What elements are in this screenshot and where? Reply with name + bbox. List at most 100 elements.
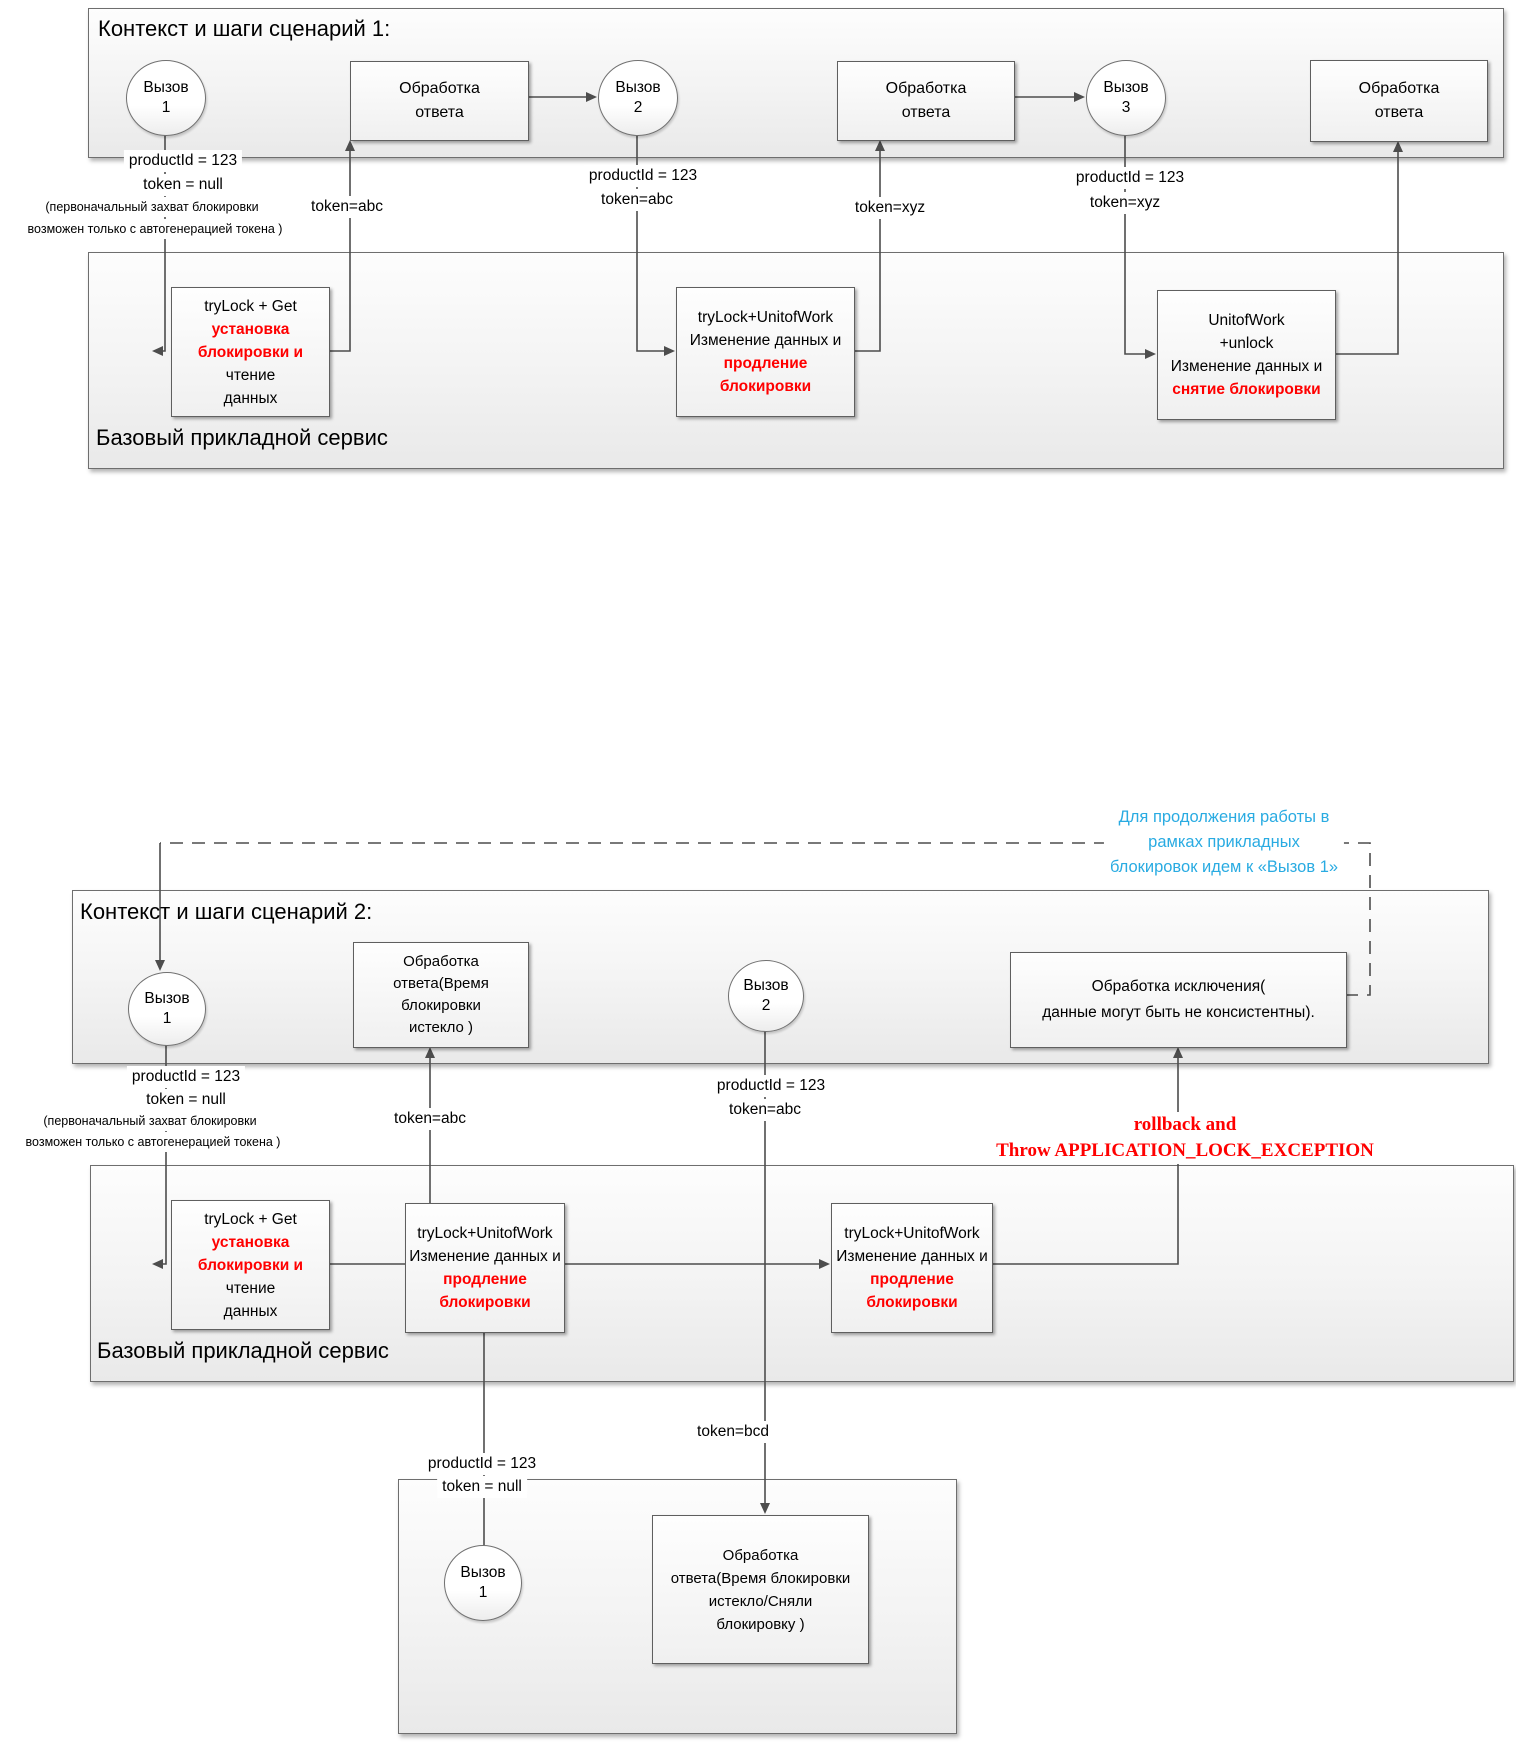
scenario2-call1-circle: Вызов 1	[128, 972, 206, 1046]
step-line: tryLock+UnitofWork	[417, 1225, 553, 1242]
rollback-line: rollback and	[1133, 1114, 1237, 1135]
retry-response-box: Обработка ответа(Время блокировки истекл…	[652, 1515, 869, 1664]
scenario1-service-label: Базовый прикладной сервис	[96, 425, 388, 450]
call-label: Вызов	[743, 977, 789, 994]
step-line: tryLock + Get	[204, 1210, 297, 1228]
response-line: истекло )	[408, 1019, 474, 1036]
step-line: tryLock+UnitofWork	[697, 309, 834, 326]
call-label: Вызов	[143, 79, 189, 96]
step-line: tryLock + Get	[204, 297, 297, 315]
response-line: Обработка	[399, 80, 480, 97]
token-bcd-label: token=bcd	[692, 1421, 774, 1443]
scenario2-service-label: Базовый прикладной сервис	[97, 1338, 389, 1363]
step-line-red: установка	[211, 1233, 290, 1251]
call-number: 3	[1121, 99, 1131, 116]
exception-line: данные могут быть не консистентны).	[1042, 1004, 1315, 1021]
scenario1-call1-note: (первоначальный захват блокировки	[40, 197, 264, 217]
scenario2-step2-box: tryLock+UnitofWork Изменение данных и пр…	[405, 1203, 565, 1333]
scenario1-call1-note: возможен только с автогенерацией токена …	[22, 219, 288, 239]
scenario1-call1-param: token = null	[138, 174, 228, 196]
step-line: Изменение данных и	[836, 1248, 988, 1265]
step-line: Изменение данных и	[689, 332, 842, 349]
step-line-red: продление блокировки	[719, 355, 812, 395]
response-line: ответа	[1374, 104, 1424, 121]
response-line: Обработка	[1358, 80, 1440, 97]
note-line: Для продолжения работы в	[1118, 808, 1330, 826]
step-line: данных	[223, 1302, 278, 1320]
scenario1-call2-param: token=abc	[596, 189, 678, 211]
scenario1-call2-param: productId = 123	[583, 165, 703, 187]
scenario2-call1-param: token = null	[141, 1089, 231, 1111]
scenario2-call2-param: productId = 123	[711, 1075, 831, 1097]
scenario2-token-abc-label: token=abc	[389, 1108, 471, 1130]
scenario1-token-xyz-label: token=xyz	[849, 197, 931, 219]
scenario1-call1-circle: Вызов 1	[126, 60, 206, 136]
scenario1-response3-box: Обработка ответа	[1310, 60, 1488, 142]
scenario2-call1-param: productId = 123	[126, 1066, 246, 1088]
call-number: 1	[162, 1010, 172, 1027]
rollback-exception-label: rollback and Throw APPLICATION_LOCK_EXCE…	[990, 1112, 1380, 1164]
step-line: данных	[223, 389, 278, 407]
scenario1-context-box	[88, 8, 1504, 158]
call-number: 1	[478, 1584, 488, 1601]
retry-call-param: token = null	[437, 1476, 527, 1498]
call-label: Вызов	[460, 1564, 506, 1581]
step-line-red: снятие блокировки	[1172, 381, 1321, 398]
response-line: Обработка	[722, 1546, 799, 1564]
response-line: ответа	[415, 104, 464, 121]
step-line: Изменение данных и	[409, 1248, 561, 1265]
scenario2-call1-note: возможен только с автогенерацией токена …	[20, 1132, 286, 1152]
note-line: блокировок идем к «Вызов 1»	[1109, 858, 1339, 876]
scenario1-call3-param: token=xyz	[1084, 192, 1166, 214]
step-line: Изменение данных и	[1170, 358, 1323, 375]
response-line: ответа(Время блокировки	[670, 1569, 851, 1587]
step-line-red: установка	[211, 320, 290, 338]
response-line: Обработка	[885, 80, 967, 97]
scenario1-step2-box: tryLock+UnitofWork Изменение данных и пр…	[676, 287, 855, 417]
step-line-mixed: блокировки и чтение	[197, 1256, 304, 1297]
step-line: UnitofWork	[1208, 312, 1285, 329]
step-line: tryLock+UnitofWork	[844, 1225, 980, 1242]
scenario1-response1-box: Обработка ответа	[350, 61, 529, 141]
retry-call-param: productId = 123	[422, 1453, 542, 1475]
note-line: рамках прикладных	[1148, 833, 1300, 851]
scenario1-call1-param: productId = 123	[123, 150, 243, 172]
call-label: Вызов	[144, 990, 190, 1007]
scenario2-title: Контекст и шаги сценарий 2:	[80, 899, 373, 924]
response-line: ответа(Время	[393, 975, 489, 992]
scenario1-call2-circle: Вызов 2	[598, 60, 678, 136]
call-number: 2	[761, 997, 771, 1014]
scenario2-call2-circle: Вызов 2	[728, 960, 804, 1032]
scenario2-call2-param: token=abc	[724, 1099, 806, 1121]
scenario2-call1-note: (первоначальный захват блокировки	[38, 1111, 262, 1131]
response-line: блокировку )	[716, 1615, 805, 1633]
call-label: Вызов	[1103, 79, 1149, 96]
response-line: Обработка	[403, 953, 479, 970]
step-line: +unlock	[1219, 335, 1274, 352]
scenario2-exception-box: Обработка исключения( данные могут быть …	[1010, 952, 1347, 1048]
return-link-note: Для продолжения работы в рамках прикладн…	[1103, 805, 1345, 880]
scenario1-title: Контекст и шаги сценарий 1:	[98, 16, 391, 41]
call-number: 1	[161, 99, 171, 116]
scenario1-response2-box: Обработка ответа	[837, 61, 1015, 141]
step-line-red: продление	[443, 1271, 527, 1288]
call-label: Вызов	[615, 79, 661, 96]
exception-line: Обработка исключения(	[1091, 978, 1266, 995]
scenario1-call3-circle: Вызов 3	[1086, 60, 1166, 136]
response-line: блокировки	[401, 997, 481, 1014]
step-line-mixed: блокировки и чтение	[197, 343, 304, 384]
scenario1-step3-box: UnitofWork +unlock Изменение данных и сн…	[1157, 290, 1336, 420]
rollback-line: Throw APPLICATION_LOCK_EXCEPTION	[996, 1140, 1374, 1161]
step-line-red: блокировки	[439, 1294, 531, 1311]
scenario2-step3-box: tryLock+UnitofWork Изменение данных и пр…	[831, 1203, 993, 1333]
step-line-red: продление блокировки	[866, 1271, 958, 1311]
call-number: 2	[633, 99, 643, 116]
response-line: истекло/Сняли	[708, 1592, 813, 1610]
retry-call1-circle: Вызов 1	[444, 1545, 522, 1621]
scenario2-response-expired-box: Обработка ответа(Время блокировки истекл…	[353, 942, 529, 1048]
scenario1-token-abc-label: token=abc	[306, 196, 388, 218]
scenario1-step1-box: tryLock + Get установка блокировки и чте…	[171, 287, 330, 417]
scenario1-call3-param: productId = 123	[1070, 167, 1190, 189]
scenario2-step1-box: tryLock + Get установка блокировки и чте…	[171, 1200, 330, 1330]
